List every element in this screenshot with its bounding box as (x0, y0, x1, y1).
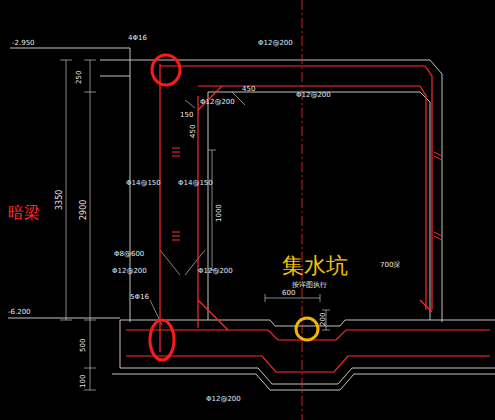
center-line (302, 0, 303, 420)
concrete-outline (120, 320, 121, 368)
dimension: 3350 (56, 190, 64, 210)
rebar-callout: Φ12@200 (258, 40, 293, 47)
beam-label: 暗梁 (8, 205, 40, 221)
dimension: 100 (80, 375, 87, 388)
highlight-circles (150, 55, 318, 360)
rebar (126, 64, 490, 372)
rebar (126, 356, 490, 372)
rebar-callout: 4Φ16 (128, 35, 147, 42)
rebar (160, 66, 432, 310)
dimension: 2900 (80, 200, 88, 220)
rebar-callout: Φ12@200 (200, 99, 235, 106)
elevation-mark: -6.200 (8, 309, 31, 316)
break-marks (172, 232, 180, 240)
rebar-callout: 5Φ16 (130, 294, 149, 301)
concrete-outline (120, 368, 495, 384)
concrete-outline (120, 320, 495, 326)
dimension: 1000 (216, 204, 223, 222)
note-text: 按详图执行 (292, 282, 327, 289)
note-text: 700深 (380, 262, 400, 269)
rebar (198, 86, 222, 110)
concrete-outline (100, 76, 130, 77)
dimension: 150 (180, 112, 193, 119)
rebar-callout: Φ12@200 (206, 396, 241, 403)
dimension: 250 (76, 71, 83, 84)
dimension: 450 (190, 125, 197, 138)
dimension-lines (84, 60, 96, 320)
concrete-outline (208, 92, 209, 320)
highlight-circles (296, 318, 318, 340)
highlight-circles (150, 320, 174, 360)
rebar (197, 96, 198, 328)
concrete-outline (100, 60, 442, 322)
rebar-callout: Φ12@200 (112, 268, 147, 275)
pit-label: 集水坑 (282, 255, 348, 277)
dimension: 200 (320, 313, 327, 326)
dimension-lines (208, 150, 216, 270)
break-marks (434, 152, 442, 160)
break-marks (434, 232, 442, 240)
concrete-outline (208, 92, 430, 320)
rebar-callout: Φ14@150 (178, 180, 213, 187)
rebar-callout: Φ12@200 (198, 268, 233, 275)
dimension: 600 (282, 290, 295, 297)
break-marks (172, 148, 442, 240)
rebar-callout: Φ8@600 (114, 251, 144, 258)
highlight-circles (152, 55, 180, 85)
concrete-outline (8, 48, 495, 390)
rebar-callout: Φ14@150 (126, 180, 161, 187)
dimension-lines (185, 92, 245, 108)
rebar (198, 300, 228, 330)
rebar (159, 64, 160, 352)
concrete-outline (8, 318, 120, 319)
concrete-outline (112, 374, 495, 390)
rebar-callout: Φ12@200 (296, 92, 331, 99)
elevation-mark: -2.950 (12, 40, 35, 47)
concrete-outline (10, 48, 130, 49)
dimension: 500 (80, 339, 87, 352)
rebar (198, 86, 426, 310)
dimension: 450 (242, 86, 255, 93)
rebar (420, 300, 432, 312)
break-marks (172, 148, 180, 156)
